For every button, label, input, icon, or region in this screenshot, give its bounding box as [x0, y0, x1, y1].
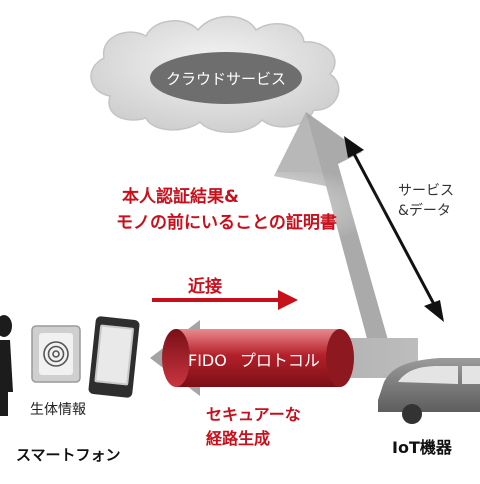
- service-data-label-line2: &データ: [398, 203, 451, 219]
- proof-text-backdrop: [100, 172, 390, 242]
- proximity-label: 近接: [188, 277, 222, 297]
- cloud-shape: [90, 15, 340, 133]
- smartphone-label: スマートフォン: [16, 446, 121, 464]
- car-icon: [378, 358, 480, 424]
- secure-path-label-line1: セキュアーな: [206, 405, 301, 424]
- smartphone-icon: [88, 316, 140, 398]
- secure-path-label-line2: 経路生成: [206, 429, 271, 448]
- proof-label-line1: 本人認証結果&: [122, 187, 239, 207]
- fido-protocol-cylinder: [162, 329, 354, 387]
- iot-device-label: IoT機器: [392, 438, 452, 457]
- cloud-service-label: クラウドサービス: [165, 70, 286, 88]
- person-icon: [0, 315, 13, 416]
- fido-protocol-label: FIDO プロトコル: [188, 351, 320, 370]
- cloud-service-oval: [150, 52, 302, 104]
- biometrics-label: 生体情報: [30, 402, 86, 418]
- proximity-arrow: [152, 290, 298, 310]
- proof-label-line2: モノの前にいることの証明書: [116, 213, 337, 233]
- service-data-label-line1: サービス: [398, 183, 454, 199]
- fingerprint-sensor-icon: [31, 325, 81, 383]
